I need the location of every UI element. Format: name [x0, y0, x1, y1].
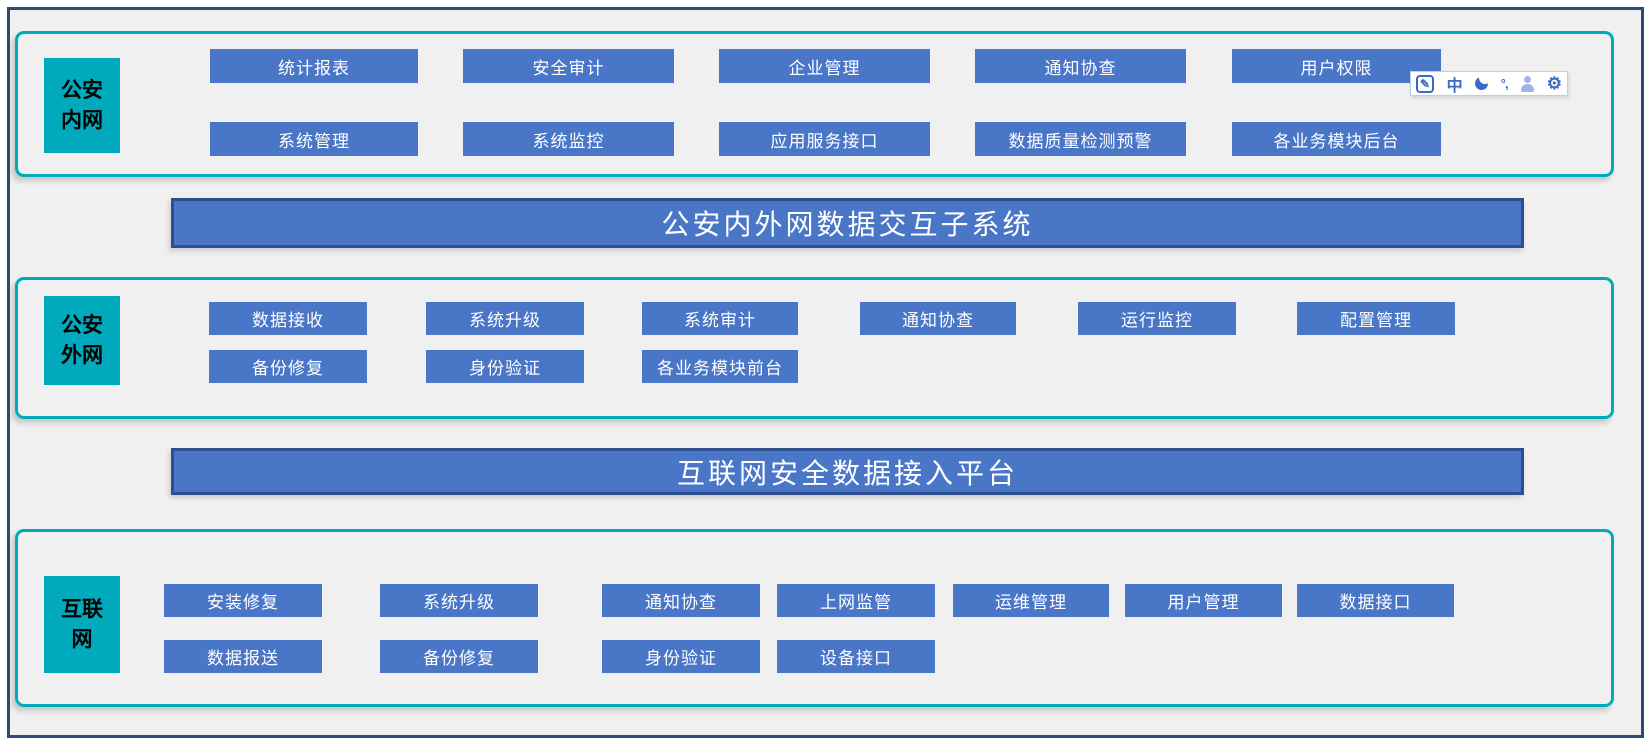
section-internet [15, 529, 1614, 707]
module-button[interactable]: 用户权限 [1232, 49, 1441, 83]
ime-chinese-mode-icon[interactable]: 中 [1446, 77, 1463, 95]
module-button[interactable]: 数据接收 [209, 302, 367, 335]
module-button[interactable]: 运行监控 [1078, 302, 1236, 335]
module-button[interactable]: 系统升级 [380, 584, 538, 617]
module-button[interactable]: 通知协查 [975, 49, 1186, 83]
module-button[interactable]: 各业务模块后台 [1232, 122, 1441, 156]
module-button[interactable]: 通知协查 [602, 584, 760, 617]
zone-label-line2: 网 [71, 627, 93, 651]
zone-label-line2: 外网 [61, 343, 103, 367]
section-police-intranet [15, 31, 1614, 177]
ime-toolbar: ✎ 中 °, ⚙ [1410, 71, 1568, 96]
module-button[interactable]: 上网监管 [777, 584, 935, 617]
ime-input-mode-icon[interactable]: ✎ [1416, 74, 1434, 93]
zone-label-line2: 内网 [61, 108, 103, 132]
zone-label-line1: 互联 [61, 598, 103, 622]
module-button[interactable]: 身份验证 [602, 640, 760, 673]
module-button[interactable]: 应用服务接口 [719, 122, 930, 156]
module-button[interactable]: 备份修复 [380, 640, 538, 673]
module-button[interactable]: 安全审计 [463, 49, 674, 83]
module-button[interactable]: 统计报表 [210, 49, 418, 83]
module-button[interactable]: 安装修复 [164, 584, 322, 617]
module-button[interactable]: 系统管理 [210, 122, 418, 156]
module-button[interactable]: 运维管理 [953, 584, 1109, 617]
module-button[interactable]: 身份验证 [426, 350, 584, 383]
module-button[interactable]: 系统审计 [642, 302, 798, 335]
ime-user-icon[interactable] [1520, 75, 1535, 92]
module-button[interactable]: 数据接口 [1297, 584, 1454, 617]
module-button[interactable]: 数据质量检测预警 [975, 122, 1186, 156]
module-button[interactable]: 系统升级 [426, 302, 584, 335]
banner-data-exchange-subsystem: 公安内外网数据交互子系统 [171, 198, 1524, 248]
zone-label-police-extranet: 公安 外网 [44, 296, 120, 385]
module-button[interactable]: 用户管理 [1125, 584, 1282, 617]
module-button[interactable]: 系统监控 [463, 122, 674, 156]
zone-label-police-intranet: 公安 内网 [44, 58, 120, 153]
zone-label-line1: 公安 [61, 79, 103, 103]
ime-settings-gear-icon[interactable]: ⚙ [1546, 73, 1562, 93]
ime-fullwidth-moon-icon[interactable] [1475, 72, 1492, 90]
module-button[interactable]: 备份修复 [209, 350, 367, 383]
module-button[interactable]: 设备接口 [777, 640, 935, 673]
module-button[interactable]: 通知协查 [860, 302, 1016, 335]
section-police-extranet [15, 277, 1614, 419]
zone-label-line1: 公安 [61, 314, 103, 338]
banner-internet-secure-access-platform: 互联网安全数据接入平台 [171, 448, 1524, 495]
ime-punctuation-icon[interactable]: °, [1500, 76, 1509, 91]
module-button[interactable]: 企业管理 [719, 49, 930, 83]
module-button[interactable]: 配置管理 [1297, 302, 1455, 335]
zone-label-internet: 互联 网 [44, 576, 120, 673]
module-button[interactable]: 数据报送 [164, 640, 322, 673]
module-button[interactable]: 各业务模块前台 [642, 350, 798, 383]
